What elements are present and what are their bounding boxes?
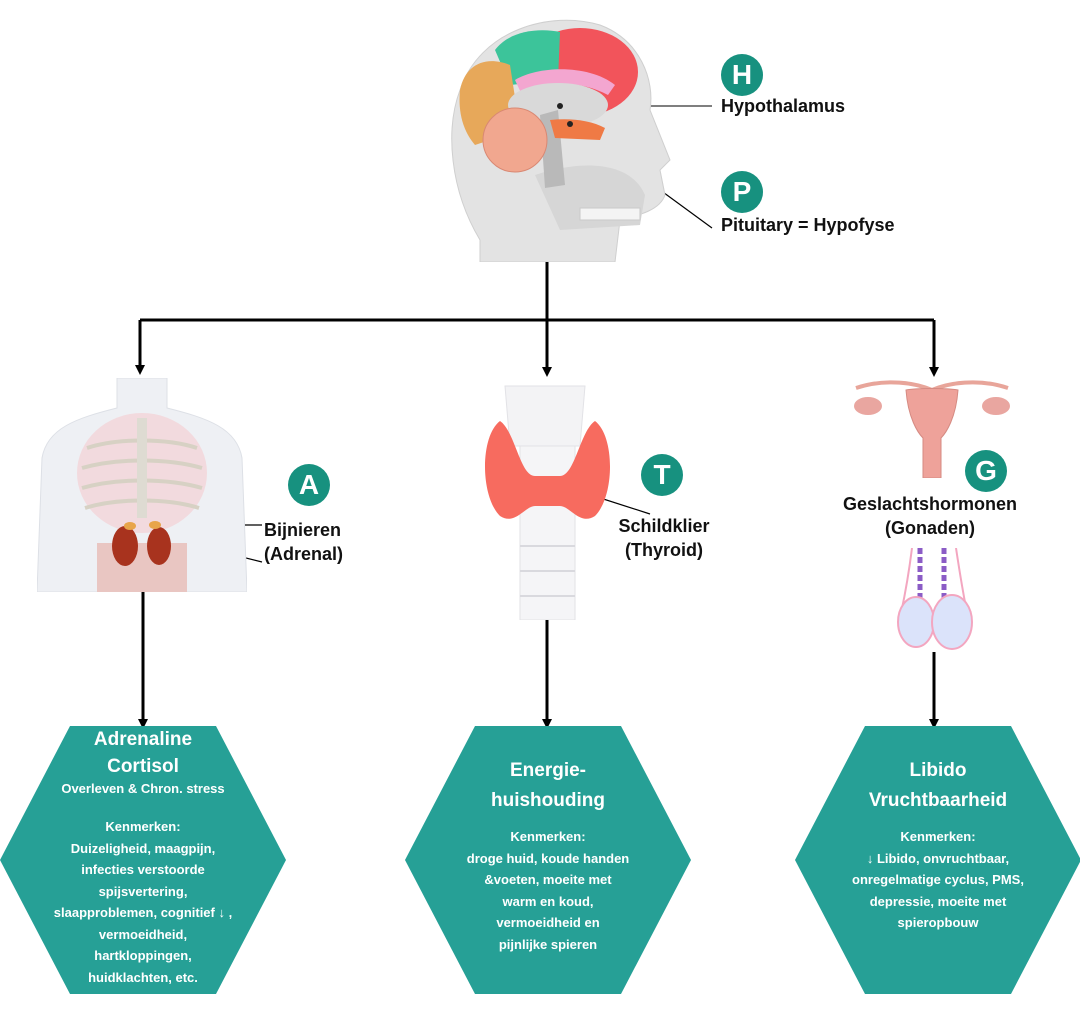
gonads-kenmerken-4: spieropbouw: [897, 915, 979, 930]
gonads-badge: G: [965, 450, 1007, 492]
adrenal-label-line-2: (Adrenal): [264, 544, 344, 564]
thyroid-hexagon: [405, 726, 691, 994]
testes-illustration: [897, 548, 973, 650]
thyroid-kenmerken-1: droge huid, koude handen: [466, 850, 630, 866]
torso-adrenal-illustration: [37, 378, 247, 592]
adrenal-hexagon-text: Adrenaline Cortisol Overleven & Chron. s…: [20, 726, 266, 988]
gonads-kenmerken-2: onregelmatige cyclus, PMS,: [852, 872, 1024, 887]
adrenal-hex-title-1: Adrenaline: [93, 729, 193, 750]
gonads-label-line-2: (Gonaden): [885, 518, 975, 538]
adrenal-kenmerken-4: slaapproblemen, cognitief ↓ ,: [53, 905, 233, 920]
gonads-hexagon: [795, 726, 1080, 994]
thyroid-hexagon-text: Energie- huishouding Kenmerken: droge hu…: [425, 756, 671, 955]
gonads-label: Geslachtshormonen (Gonaden): [820, 492, 1040, 540]
thyroid-label: Schildklier (Thyroid): [604, 514, 724, 562]
uterus-illustration: [854, 380, 1010, 478]
hypothalamus-badge: H: [721, 54, 763, 96]
thyroid-kenmerken-5: pijnlijke spieren: [498, 936, 598, 952]
gonads-kenmerken-label: Kenmerken:: [900, 829, 976, 844]
adrenal-kenmerken-7: huidklachten, etc.: [88, 969, 198, 985]
adrenal-hex-subtitle: Overleven & Chron. stress: [61, 781, 225, 796]
thyroid-kenmerken-2: &voeten, moeite met: [484, 872, 612, 887]
thyroid-kenmerken-label: Kenmerken:: [510, 829, 586, 844]
cerebellum: [482, 107, 548, 173]
thyroid-label-line-2: (Thyroid): [625, 540, 703, 560]
adrenal-label: Bijnieren (Adrenal): [264, 518, 343, 566]
head-brain-illustration: [451, 19, 671, 262]
adrenal-label-line-1: Bijnieren: [264, 520, 342, 540]
hypothalamus-label: Hypothalamus: [721, 96, 846, 116]
pituitary-label: Pituitary = Hypofyse: [721, 215, 895, 235]
adrenal-kenmerken-2: infecties verstoorde: [81, 862, 205, 877]
gonads-kenmerken-3: depressie, moeite met: [869, 893, 1007, 909]
gonads-label-line-1: Geslachtshormonen: [842, 494, 1018, 514]
thyroid-label-line-1: Schildklier: [618, 516, 710, 536]
right-kidney: [147, 527, 171, 565]
thyroid-hex-title-1: Energie-: [509, 760, 587, 781]
adrenal-kenmerken-label: Kenmerken:: [105, 819, 181, 834]
thyroid-hex-title-2: huishouding: [491, 790, 605, 811]
thyroid-badge: T: [641, 454, 683, 496]
pituitary-badge: P: [721, 171, 763, 213]
adrenal-kenmerken-1: Duizeligheid, maagpijn,: [70, 840, 216, 856]
gonads-hexagon-text: Libido Vruchtbaarheid Kenmerken: ↓ Libid…: [815, 756, 1061, 934]
gonads-hex-title-2: Vruchtbaarheid: [868, 790, 1008, 811]
adrenal-kenmerken-6: hartkloppingen,: [94, 948, 192, 963]
adrenal-hex-title-2: Cortisol: [107, 756, 179, 777]
left-kidney: [112, 526, 138, 566]
gonads-kenmerken-1: ↓ Libido, onvruchtbaar,: [866, 850, 1010, 866]
thyroid-gland: [485, 421, 610, 519]
thyroid-kenmerken-3: warm en koud,: [502, 893, 594, 909]
adrenal-kenmerken-5: vermoeidheid,: [98, 926, 188, 942]
adrenal-hexagon: [0, 726, 286, 994]
thyroid-kenmerken-4: vermoeidheid en: [496, 915, 600, 930]
adrenal-badge: A: [288, 464, 330, 506]
gonads-hex-title-1: Libido: [909, 760, 967, 781]
thyroid-illustration: [485, 385, 610, 620]
adrenal-kenmerken-3: spijsvertering,: [98, 883, 188, 899]
